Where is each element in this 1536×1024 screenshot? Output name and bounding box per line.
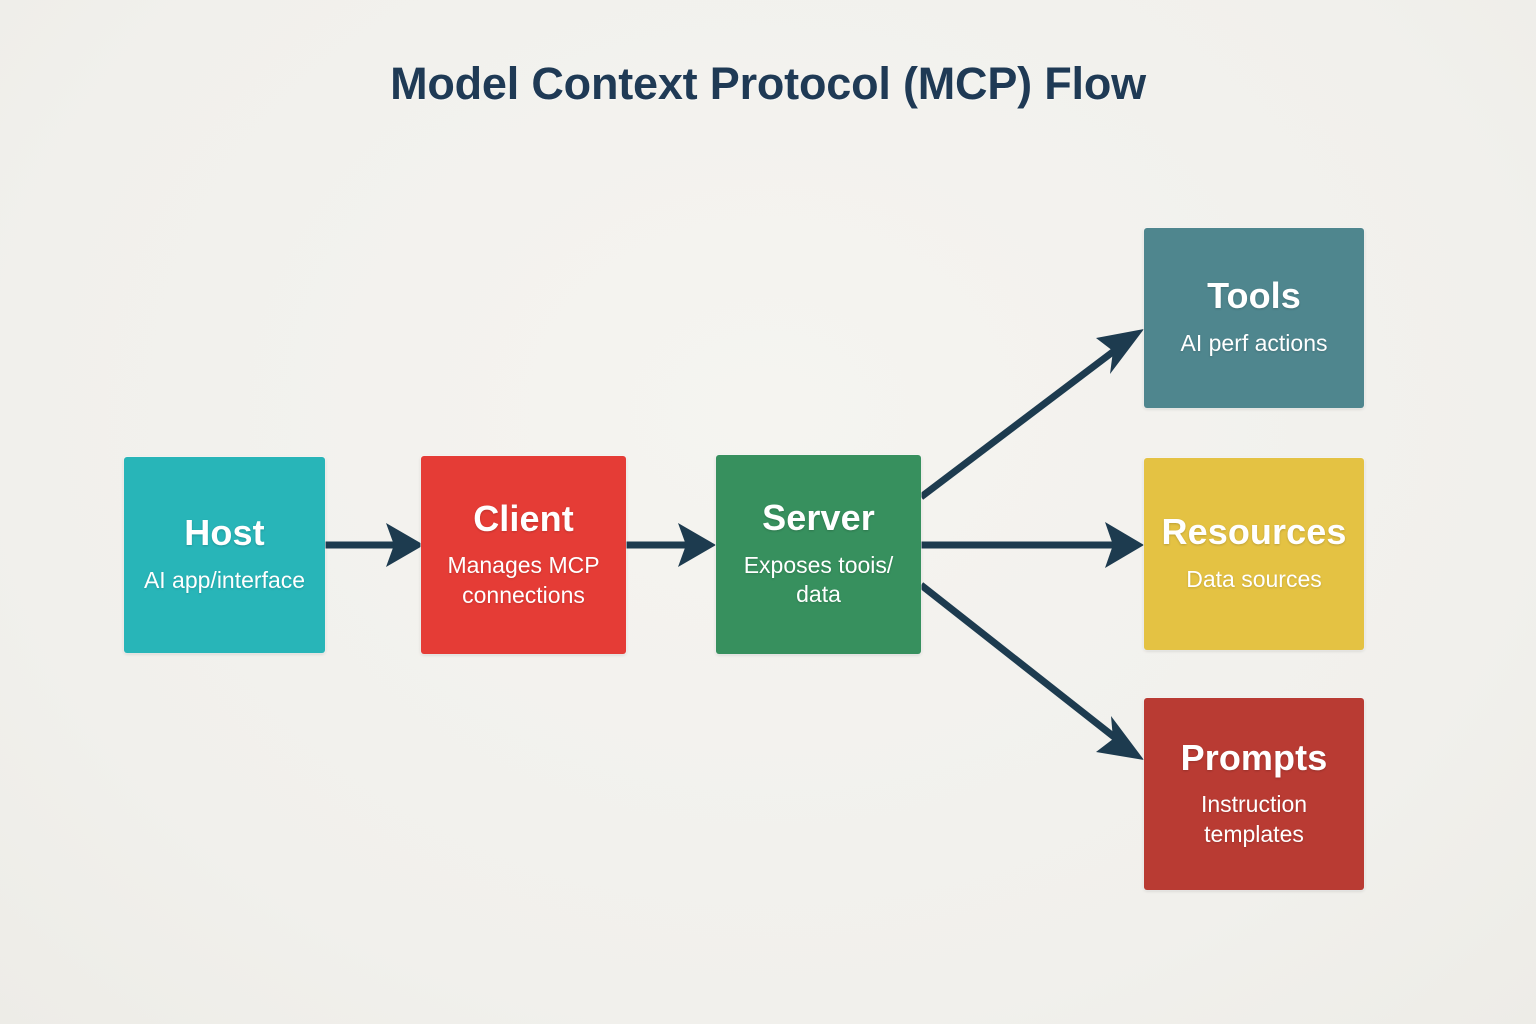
node-tools-subtitle: AI perf actions bbox=[1180, 330, 1328, 357]
node-host-title: Host bbox=[184, 512, 265, 554]
edge-server-to-prompts bbox=[918, 582, 1144, 760]
node-host[interactable]: Host AI app/interface bbox=[124, 457, 325, 653]
node-client-title: Client bbox=[473, 497, 574, 539]
node-prompts[interactable]: Prompts Instruction templates bbox=[1144, 698, 1364, 890]
edge-server-to-tools bbox=[918, 329, 1144, 500]
node-resources-subtitle: Data sources bbox=[1186, 566, 1322, 593]
node-server-title: Server bbox=[762, 497, 875, 539]
node-client-subtitle: Manages MCP connections bbox=[447, 552, 600, 608]
edge-server-to-resources bbox=[921, 522, 1144, 568]
node-client[interactable]: Client Manages MCP connections bbox=[421, 456, 626, 654]
node-tools[interactable]: Tools AI perf actions bbox=[1144, 228, 1364, 408]
node-tools-title: Tools bbox=[1207, 275, 1301, 317]
page-title: Model Context Protocol (MCP) Flow bbox=[390, 58, 1146, 109]
node-prompts-subtitle: Instruction templates bbox=[1200, 791, 1308, 847]
node-server-subtitle: Exposes toois/ data bbox=[743, 551, 894, 608]
node-resources[interactable]: Resources Data sources bbox=[1144, 458, 1364, 650]
edge-client-to-server bbox=[626, 523, 716, 567]
node-prompts-title: Prompts bbox=[1180, 736, 1328, 778]
edge-host-to-client bbox=[325, 523, 424, 567]
node-server[interactable]: Server Exposes toois/ data bbox=[716, 455, 921, 654]
node-resources-title: Resources bbox=[1161, 511, 1347, 553]
node-host-subtitle: AI app/interface bbox=[143, 567, 306, 594]
